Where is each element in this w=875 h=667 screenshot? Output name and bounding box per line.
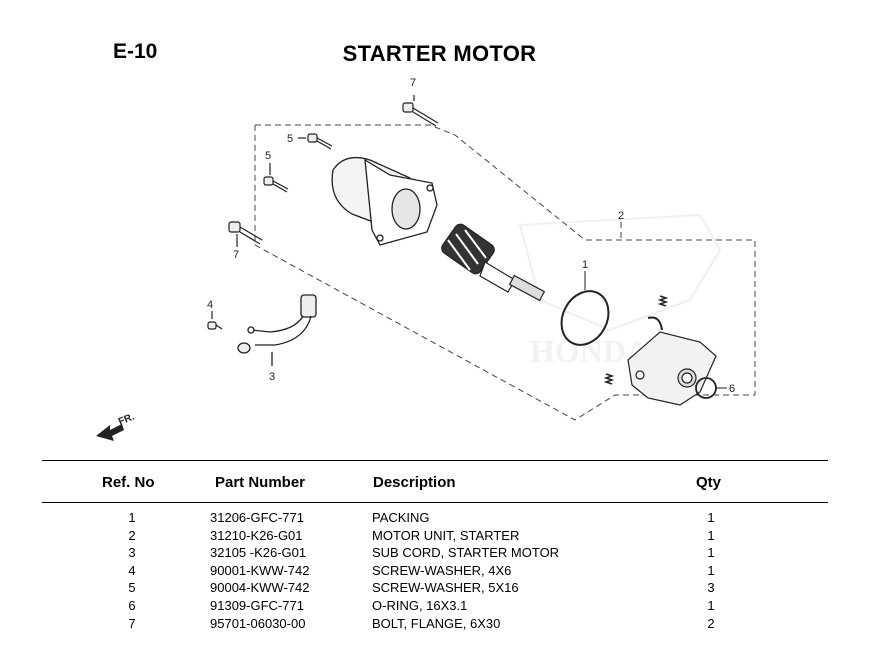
cell-description: O-RING, 16X3.1: [372, 597, 468, 613]
screw-5-lower: [263, 163, 289, 193]
cell-part-number: 91309-GFC-771: [210, 597, 304, 613]
cell-ref: 1: [128, 510, 136, 525]
direction-label: FR.: [117, 411, 136, 427]
callout-6: 6: [729, 383, 735, 395]
callout-7-top: 7: [410, 77, 416, 89]
callout-4: 4: [207, 299, 213, 311]
cell-description: PACKING: [372, 510, 430, 525]
cell-ref: 4: [128, 562, 136, 578]
cell-description: SCREW-WASHER, 5X16: [372, 580, 519, 596]
bolt-7-top: [402, 95, 439, 127]
end-cover: [627, 316, 717, 406]
assembly-outline: [254, 124, 756, 421]
cell-qty: 1: [707, 510, 715, 525]
cell-description: BOLT, FLANGE, 6X30: [372, 615, 501, 631]
sub-cord: [237, 294, 317, 366]
cell-ref: 6: [128, 597, 136, 613]
cell-part-number: 90001-KWW-742: [210, 562, 310, 578]
cell-part-number: 32105 -K26-G01: [210, 545, 307, 561]
cell-part-number: 95701-06030-00: [210, 615, 306, 631]
exploded-parts-diagram: HONDA: [96, 77, 756, 441]
table-row: 6 91309-GFC-771 O-RING, 16X3.1 1: [0, 598, 875, 616]
cell-qty: 1: [707, 597, 715, 613]
table-row: 2 31210-K26-G01 MOTOR UNIT, STARTER 1: [0, 528, 875, 546]
page-code: E-10: [113, 40, 158, 63]
table-row: 4 90001-KWW-742 SCREW-WASHER, 4X6 1: [0, 563, 875, 581]
cell-ref: 5: [128, 580, 136, 596]
header-ref-no: Ref. No: [102, 474, 155, 491]
table-row: 7 95701-06030-00 BOLT, FLANGE, 6X30 2: [0, 616, 875, 634]
cell-description: SCREW-WASHER, 4X6: [372, 562, 512, 578]
cell-part-number: 90004-KWW-742: [210, 580, 310, 596]
cell-qty: 1: [707, 545, 715, 561]
cell-ref: 7: [128, 615, 136, 631]
table-row: 1 31206-GFC-771 PACKING 1: [0, 510, 875, 528]
table-row: 5 90004-KWW-742 SCREW-WASHER, 5X16 3: [0, 580, 875, 598]
cell-qty: 2: [707, 615, 715, 631]
header-description: Description: [373, 474, 456, 491]
cell-part-number: 31210-K26-G01: [210, 527, 303, 543]
callout-1: 1: [582, 259, 588, 271]
bolt-7-lower: [228, 221, 263, 247]
cell-qty: 1: [707, 562, 715, 578]
callout-2: 2: [618, 210, 624, 222]
cell-description: MOTOR UNIT, STARTER: [372, 527, 520, 543]
table-header-rule: [42, 502, 828, 503]
cell-ref: 3: [128, 545, 136, 561]
packing-ring: [560, 290, 610, 346]
cell-qty: 1: [707, 527, 715, 543]
callout-5-lower: 5: [265, 150, 271, 162]
brush-springs: [603, 295, 669, 385]
screw-5-upper: [298, 133, 333, 150]
cell-description: SUB CORD, STARTER MOTOR: [372, 545, 560, 561]
motor-housing: [331, 156, 438, 246]
page-title: STARTER MOTOR: [342, 41, 537, 66]
parts-table-body: 1 31206-GFC-771 PACKING 1 2 31210-K26-G0…: [0, 510, 875, 633]
callout-3: 3: [269, 371, 275, 383]
cell-ref: 2: [128, 527, 136, 543]
cell-qty: 3: [707, 580, 715, 596]
callout-5-upper: 5: [287, 133, 293, 145]
table-row: 3 32105 -K26-G01 SUB CORD, STARTER MOTOR…: [0, 545, 875, 563]
callout-7-lower: 7: [233, 249, 239, 261]
table-top-rule: [42, 460, 828, 461]
header-part-number: Part Number: [215, 474, 306, 491]
screw-4: [207, 311, 223, 330]
armature: [441, 223, 546, 302]
cell-part-number: 31206-GFC-771: [210, 510, 304, 525]
front-direction-arrow-icon: FR.: [96, 411, 136, 441]
header-qty: Qty: [696, 474, 722, 491]
